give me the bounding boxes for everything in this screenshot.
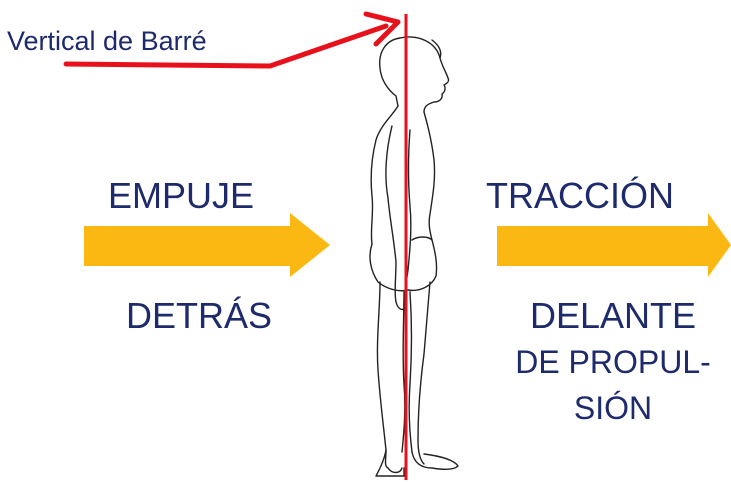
propulsion-label-line1: DE PROPUL-	[515, 344, 711, 380]
push-arrow	[84, 213, 330, 277]
label-pointer-arrow	[63, 23, 389, 69]
front-label: DELANTE	[529, 295, 697, 336]
pull-arrow	[497, 213, 731, 277]
traction-label: TRACCIÓN	[486, 175, 674, 216]
behind-label: DETRÁS	[126, 295, 273, 336]
propulsion-label-line2: SIÓN	[573, 390, 653, 426]
vertical-barre-label: Vertical de Barré	[7, 26, 207, 56]
push-label: EMPUJE	[108, 175, 255, 216]
human-figure-icon	[369, 36, 459, 477]
front-propulsion-label: DELANTE DE PROPUL- SIÓN	[488, 295, 731, 426]
label-pointer-arrowhead	[363, 11, 401, 47]
